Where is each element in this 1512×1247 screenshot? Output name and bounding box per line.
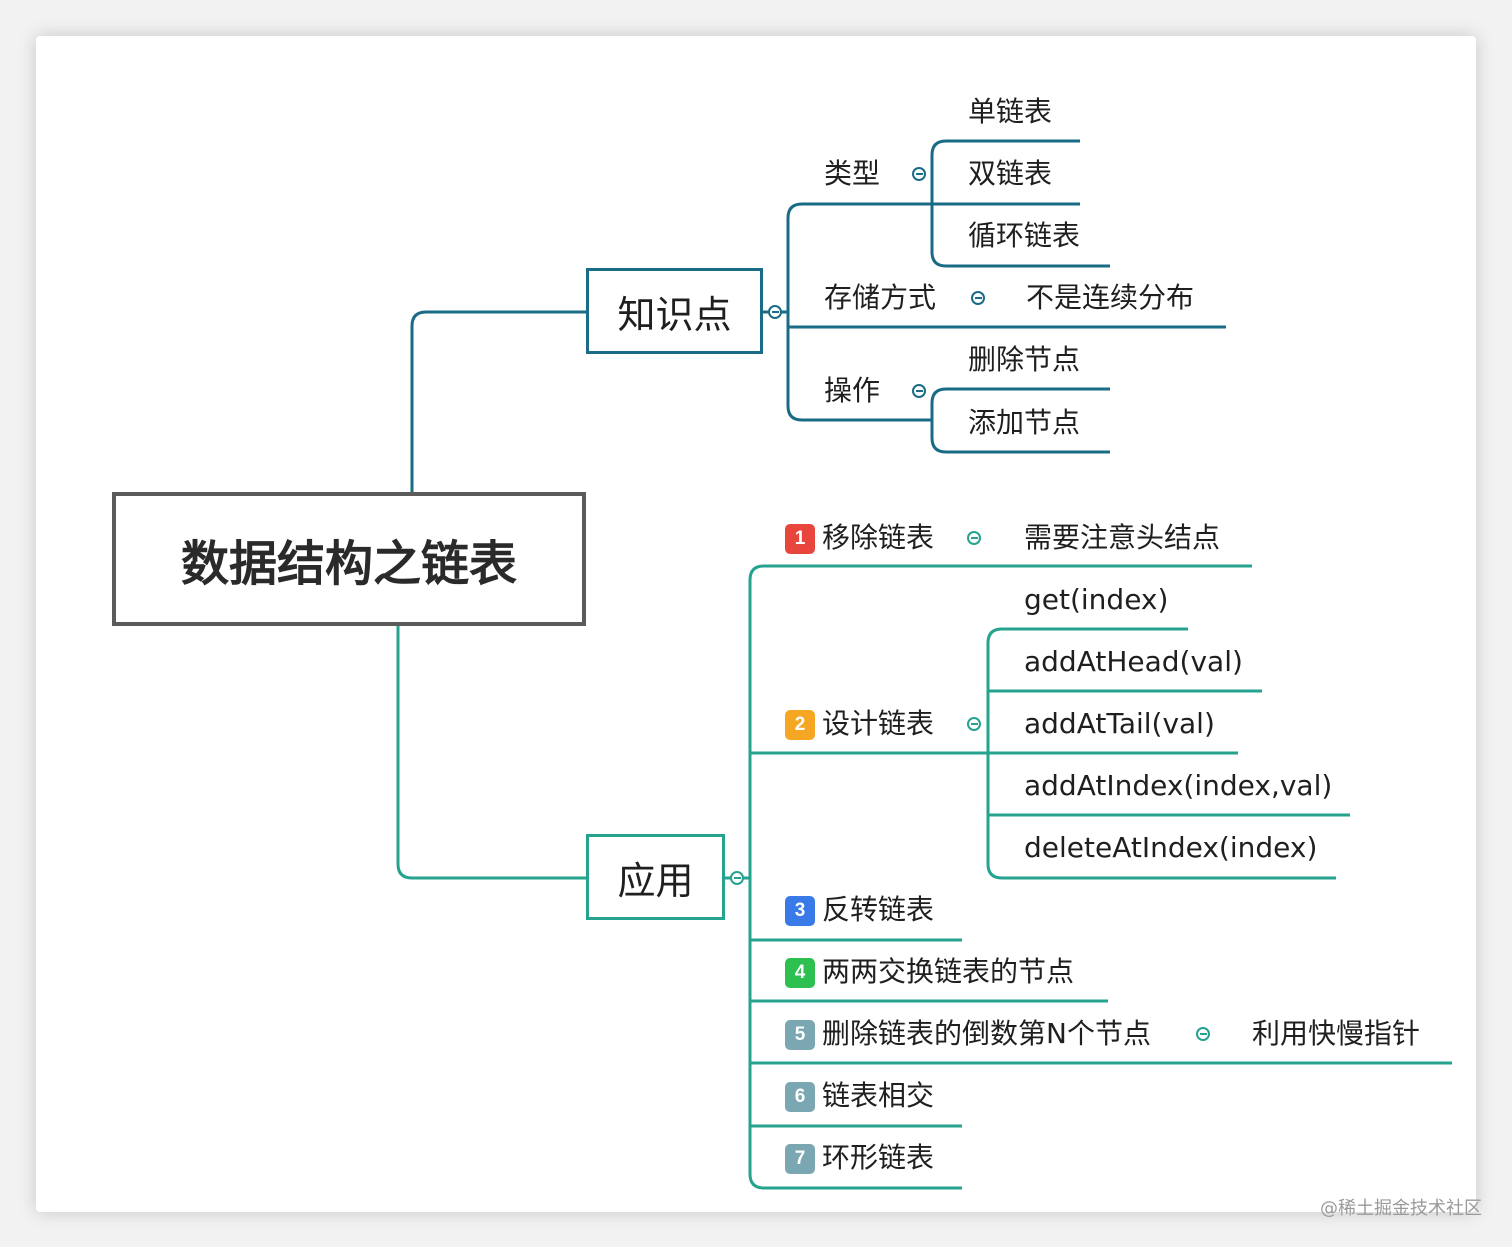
app-item-label[interactable]: 移除链表 [822,521,935,554]
app-item-label[interactable]: 删除链表的倒数第N个节点 [822,1017,1151,1050]
design-child[interactable]: addAtIndex(index,val) [1024,769,1333,802]
app-item-label[interactable]: 环形链表 [822,1141,935,1174]
app-item-label[interactable]: 链表相交 [822,1079,935,1112]
knowledge-collapse-icon[interactable] [768,305,782,319]
ops-collapse-icon[interactable] [912,384,926,398]
design-child[interactable]: addAtTail(val) [1024,707,1215,740]
knowledge-node[interactable]: 知识点 [586,268,763,354]
priority-3-badge: 3 [785,896,815,926]
priority-1-badge: 1 [785,524,815,554]
item2-collapse-icon[interactable] [967,717,981,731]
design-child[interactable]: deleteAtIndex(index) [1024,831,1318,864]
app-item-detail[interactable]: 利用快慢指针 [1252,1017,1421,1050]
app-item-label[interactable]: 反转链表 [822,893,935,926]
priority-5-badge: 5 [785,1020,815,1050]
storage-detail[interactable]: 不是连续分布 [1026,281,1195,314]
item1-collapse-icon[interactable] [967,531,981,545]
ops-item[interactable]: 添加节点 [968,406,1081,439]
type-item[interactable]: 单链表 [968,95,1053,128]
types-label[interactable]: 类型 [824,157,881,190]
priority-2-badge: 2 [785,710,815,740]
app-item-label[interactable]: 设计链表 [822,707,935,740]
priority-6-badge: 6 [785,1082,815,1112]
app-node[interactable]: 应用 [586,834,725,920]
app-connectors [396,564,1452,1190]
priority-4-badge: 4 [785,958,815,988]
app-label: 应用 [617,858,694,903]
root-node[interactable]: 数据结构之链表 [112,492,586,626]
priority-7-badge: 7 [785,1144,815,1174]
ops-item[interactable]: 删除节点 [968,343,1081,376]
watermark: @稀土掘金技术社区 [1320,1198,1482,1219]
type-item[interactable]: 循环链表 [968,219,1081,252]
app-collapse-icon[interactable] [730,871,744,885]
design-child[interactable]: get(index) [1024,583,1169,616]
ops-label[interactable]: 操作 [824,374,881,407]
storage-label[interactable]: 存储方式 [824,281,937,314]
app-item-detail[interactable]: 需要注意头结点 [1024,521,1221,554]
design-child[interactable]: addAtHead(val) [1024,645,1243,678]
knowledge-label: 知识点 [617,292,732,337]
storage-collapse-icon[interactable] [971,291,985,305]
item5-collapse-icon[interactable] [1196,1027,1210,1041]
app-item-label[interactable]: 两两交换链表的节点 [822,955,1075,988]
knowledge-connectors [410,139,1226,492]
type-item[interactable]: 双链表 [968,157,1053,190]
types-collapse-icon[interactable] [912,167,926,181]
root-label: 数据结构之链表 [180,536,517,592]
